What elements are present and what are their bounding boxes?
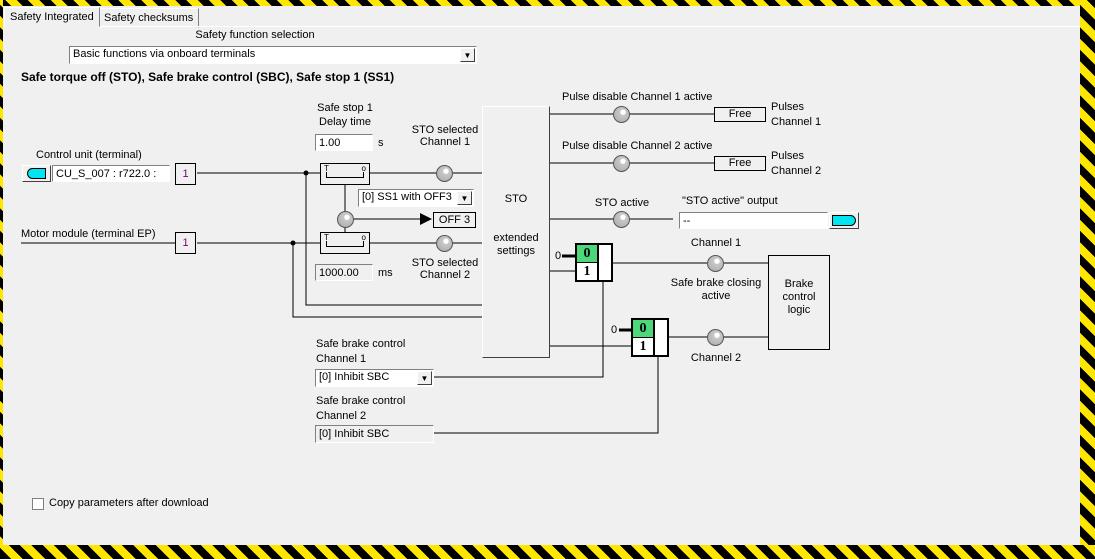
copy-params-checkbox[interactable] — [32, 498, 44, 510]
safety-function-value: Basic functions via onboard terminals — [73, 48, 256, 60]
ss1-delay2-unit: ms — [378, 267, 393, 279]
pulse-disable-ch1-lamp — [613, 106, 630, 123]
off3-output: OFF 3 — [433, 212, 476, 228]
safety-function-select[interactable]: Basic functions via onboard terminals ▼ — [69, 46, 477, 64]
chevron-down-icon[interactable]: ▼ — [457, 191, 472, 205]
connector-icon — [832, 215, 856, 226]
ss1-lamp — [337, 211, 354, 228]
ss1-label: Safe stop 1 — [317, 102, 373, 114]
motor-module-gate: 1 — [175, 232, 196, 254]
sbc2-value: [0] Inhibit SBC — [315, 425, 434, 443]
ss1-mode-value: [0] SS1 with OFF3 — [362, 191, 452, 203]
sto-extended-settings-button[interactable]: STO extended settings — [482, 106, 550, 358]
timer-icon: T — [324, 164, 329, 173]
tab-panel-border — [3, 26, 1080, 27]
control-unit-source[interactable]: CU_S_007 : r722.0 : CO — [52, 165, 170, 182]
copy-params-label[interactable]: Copy parameters after download — [49, 497, 209, 509]
pulses-ch2-state: Free — [714, 156, 766, 171]
section-heading: Safe torque off (STO), Safe brake contro… — [21, 70, 395, 84]
chevron-down-icon[interactable]: ▼ — [460, 48, 475, 62]
sto-selected-ch2-lamp — [436, 235, 453, 252]
sto-active-output-label: "STO active" output — [682, 195, 778, 207]
chevron-down-icon[interactable]: ▼ — [417, 371, 432, 385]
ss1-delay-unit: s — [378, 137, 384, 149]
hazard-border-bottom — [0, 545, 1095, 559]
timer-icon: T — [324, 233, 329, 242]
hazard-border-top — [0, 0, 1095, 6]
hazard-border-left — [0, 0, 3, 559]
brake-ch1-lamp — [707, 255, 724, 272]
control-unit-label: Control unit (terminal) — [36, 149, 142, 161]
sto-active-output-field[interactable]: -- — [679, 212, 828, 229]
sbc1-value: [0] Inhibit SBC — [319, 371, 390, 383]
switch2-zero-label: 0 — [611, 324, 618, 336]
sto-active-label: STO active — [594, 197, 650, 209]
pulses-ch1-state: Free — [714, 107, 766, 122]
ss1-delay2-input: 1000.00 — [315, 264, 373, 281]
sto-selected-ch1-lamp — [436, 165, 453, 182]
brake-ch2-lamp — [707, 329, 724, 346]
pulse-disable-ch2-label: Pulse disable Channel 2 active — [562, 140, 713, 152]
switch1-zero-label: 0 — [555, 250, 562, 262]
pulse-disable-ch1-label: Pulse disable Channel 1 active — [562, 91, 713, 103]
sto-extended-label: extended — [493, 232, 539, 244]
brake-ch1-label: Channel 1 — [690, 237, 742, 249]
sto-title: STO — [504, 193, 528, 205]
hazard-border-right — [1080, 0, 1095, 559]
sto-active-connect-button[interactable] — [829, 212, 859, 229]
pulse-disable-ch2-lamp — [613, 155, 630, 172]
ss1-mode-select[interactable]: [0] SS1 with OFF3 ▼ — [358, 189, 474, 207]
tab-safety-integrated[interactable]: Safety Integrated — [4, 7, 100, 27]
control-unit-connect-button[interactable] — [22, 165, 51, 182]
connector-icon — [27, 168, 46, 179]
brake-ch2-label: Channel 2 — [690, 352, 742, 364]
safety-function-label: Safety function selection — [195, 29, 315, 41]
sto-settings-label: settings — [497, 245, 535, 257]
control-unit-gate: 1 — [175, 163, 196, 185]
ss1-delay-input[interactable]: 1.00 — [315, 134, 373, 151]
sbc1-select[interactable]: [0] Inhibit SBC ▼ — [315, 369, 434, 387]
sto-active-lamp — [613, 211, 630, 228]
motor-module-label: Motor module (terminal EP) — [21, 228, 156, 240]
ss1-delay-label: Delay time — [319, 116, 371, 128]
